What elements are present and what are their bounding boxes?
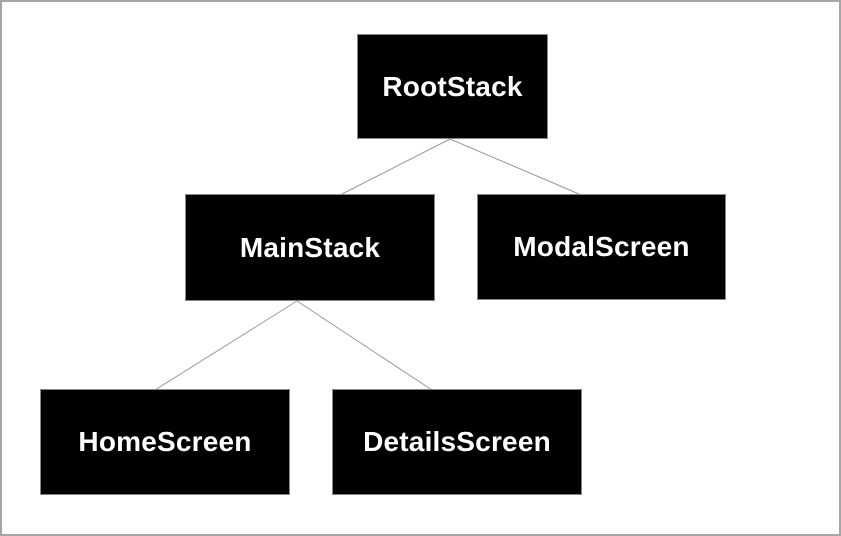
node-detailsscreen: DetailsScreen: [332, 389, 582, 495]
edge-rootstack-modalscreen: [449, 138, 580, 195]
node-rootstack-label: RootStack: [382, 70, 523, 102]
node-modalscreen: ModalScreen: [477, 194, 726, 300]
node-homescreen-label: HomeScreen: [78, 426, 252, 457]
node-mainstack-label: MainStack: [239, 231, 381, 263]
node-mainstack: MainStack: [185, 194, 435, 301]
edge-mainstack-homescreen: [154, 300, 298, 391]
edge-mainstack-detailsscreen: [296, 300, 433, 391]
node-rootstack: RootStack: [357, 34, 548, 139]
node-detailsscreen-label: DetailsScreen: [363, 426, 551, 457]
node-modalscreen-label: ModalScreen: [513, 231, 690, 262]
edge-rootstack-mainstack: [341, 138, 451, 195]
node-homescreen: HomeScreen: [40, 389, 290, 495]
